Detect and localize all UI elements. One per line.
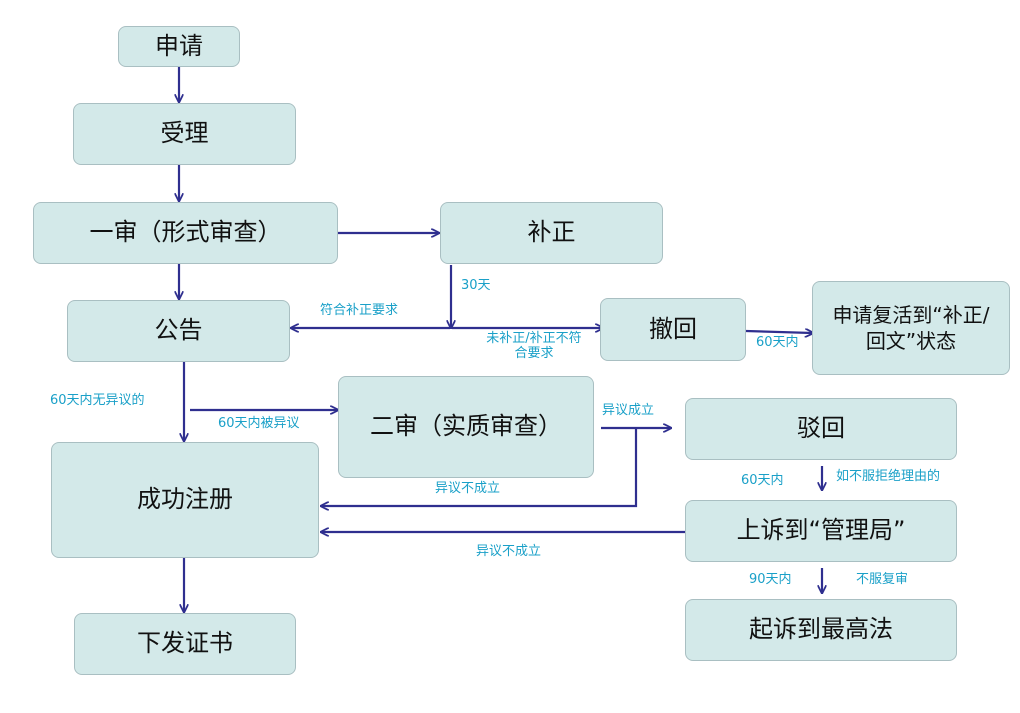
- node-withdraw: 撤回: [600, 298, 746, 361]
- label-objected-60: 60天内被异议: [218, 416, 300, 431]
- label-objection-upheld: 异议成立: [602, 403, 655, 418]
- label-not-corrected-line1: 未补正/补正不符: [486, 331, 582, 346]
- node-correction: 补正: [440, 202, 663, 264]
- label-within-90: 90天内: [749, 572, 792, 587]
- node-apply: 申请: [118, 26, 240, 67]
- node-revive: 申请复活到“补正/ 回文”状态: [812, 281, 1010, 375]
- label-objection-rejected-1: 异议不成立: [435, 481, 501, 496]
- node-accept: 受理: [73, 103, 296, 165]
- arrow-withdraw-to-revive: [745, 331, 812, 333]
- label-no-objection-60: 60天内无异议的: [50, 393, 145, 408]
- node-revive-line1: 申请复活到“补正/: [832, 303, 990, 327]
- label-30-days: 30天: [461, 278, 491, 293]
- node-revive-line2: 回文”状态: [865, 329, 957, 353]
- label-within-60-appeal: 60天内: [741, 473, 784, 488]
- label-not-corrected-line2: 合要求: [514, 345, 554, 361]
- node-announcement: 公告: [67, 300, 290, 362]
- node-lawsuit: 起诉到最高法: [685, 599, 957, 661]
- node-first-review: 一审（形式审查）: [33, 202, 338, 264]
- label-disagree-reject: 如不服拒绝理由的: [836, 469, 941, 484]
- node-appeal: 上诉到“管理局”: [685, 500, 957, 562]
- node-registered: 成功注册: [51, 442, 319, 558]
- label-disagree-review: 不服复审: [856, 572, 909, 587]
- node-reject: 驳回: [685, 398, 957, 460]
- node-issue-cert: 下发证书: [74, 613, 296, 675]
- label-objection-rejected-2: 异议不成立: [476, 544, 542, 559]
- label-not-corrected: 未补正/补正不符 合要求: [480, 331, 588, 362]
- label-within-60-revive: 60天内: [756, 335, 799, 350]
- label-meets-correction: 符合补正要求: [320, 303, 399, 318]
- node-second-review: 二审（实质审查）: [338, 376, 594, 478]
